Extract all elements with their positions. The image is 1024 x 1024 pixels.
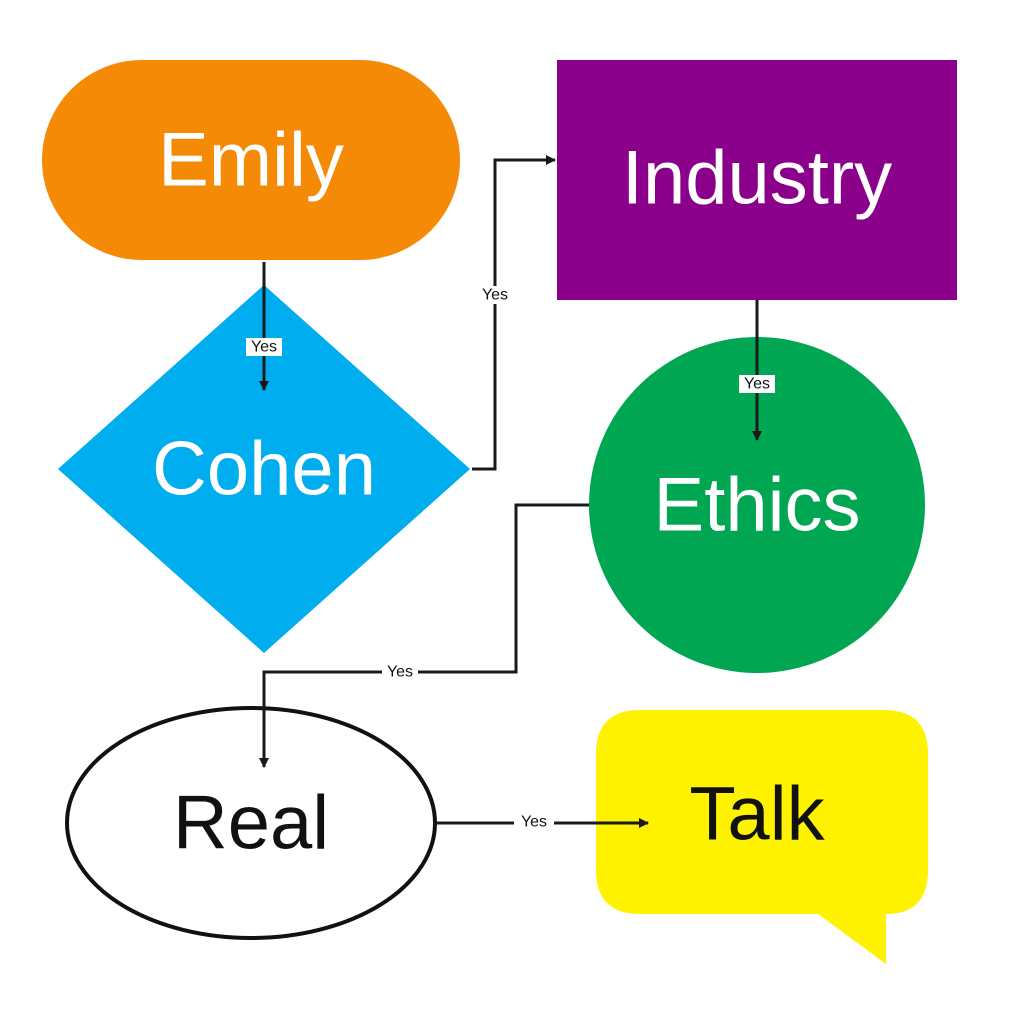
node-industry-label: Industry: [622, 136, 892, 221]
edge-emily-cohen-label-bg: [246, 338, 282, 356]
edge-ethics-real: Yes: [259, 503, 589, 768]
node-emily[interactable]: Emily: [42, 60, 460, 260]
edge-cohen-industry-line: [472, 155, 556, 471]
node-cohen-label: Cohen: [152, 427, 376, 512]
node-real[interactable]: Real: [65, 706, 437, 940]
node-ethics[interactable]: Ethics: [589, 337, 925, 673]
edge-ethics-real-label: Yes: [387, 664, 413, 681]
edge-industry-ethics-label: Yes: [744, 376, 770, 393]
node-talk-label: Talk: [689, 772, 825, 857]
edge-cohen-industry-label-bg: [477, 286, 513, 304]
edge-cohen-industry: Yes: [472, 155, 556, 471]
edge-real-talk: Yes: [437, 812, 649, 832]
edge-real-talk-label-bg: [514, 812, 554, 832]
edge-emily-cohen-label: Yes: [251, 339, 277, 356]
node-emily-shape: [42, 60, 460, 260]
edge-real-talk-label: Yes: [521, 814, 547, 831]
node-industry-shape: [557, 60, 957, 300]
node-real-label: Real: [173, 781, 329, 866]
edge-ethics-real-label-bg: [382, 663, 418, 681]
node-cohen[interactable]: Cohen: [58, 285, 470, 653]
node-ethics-shape: [589, 337, 925, 673]
edge-cohen-industry-label: Yes: [482, 287, 508, 304]
node-talk[interactable]: Talk: [596, 710, 928, 964]
edge-industry-ethics: Yes: [739, 300, 775, 441]
edge-emily-cohen: Yes: [246, 262, 282, 391]
node-emily-label: Emily: [158, 118, 344, 203]
node-ethics-label: Ethics: [654, 463, 861, 548]
edge-industry-ethics-label-bg: [739, 375, 775, 393]
node-cohen-shape: [58, 285, 470, 653]
node-talk-shape: [596, 710, 928, 964]
edge-ethics-real-line: [259, 503, 589, 768]
node-real-shape: [65, 706, 437, 940]
node-industry[interactable]: Industry: [557, 60, 957, 300]
